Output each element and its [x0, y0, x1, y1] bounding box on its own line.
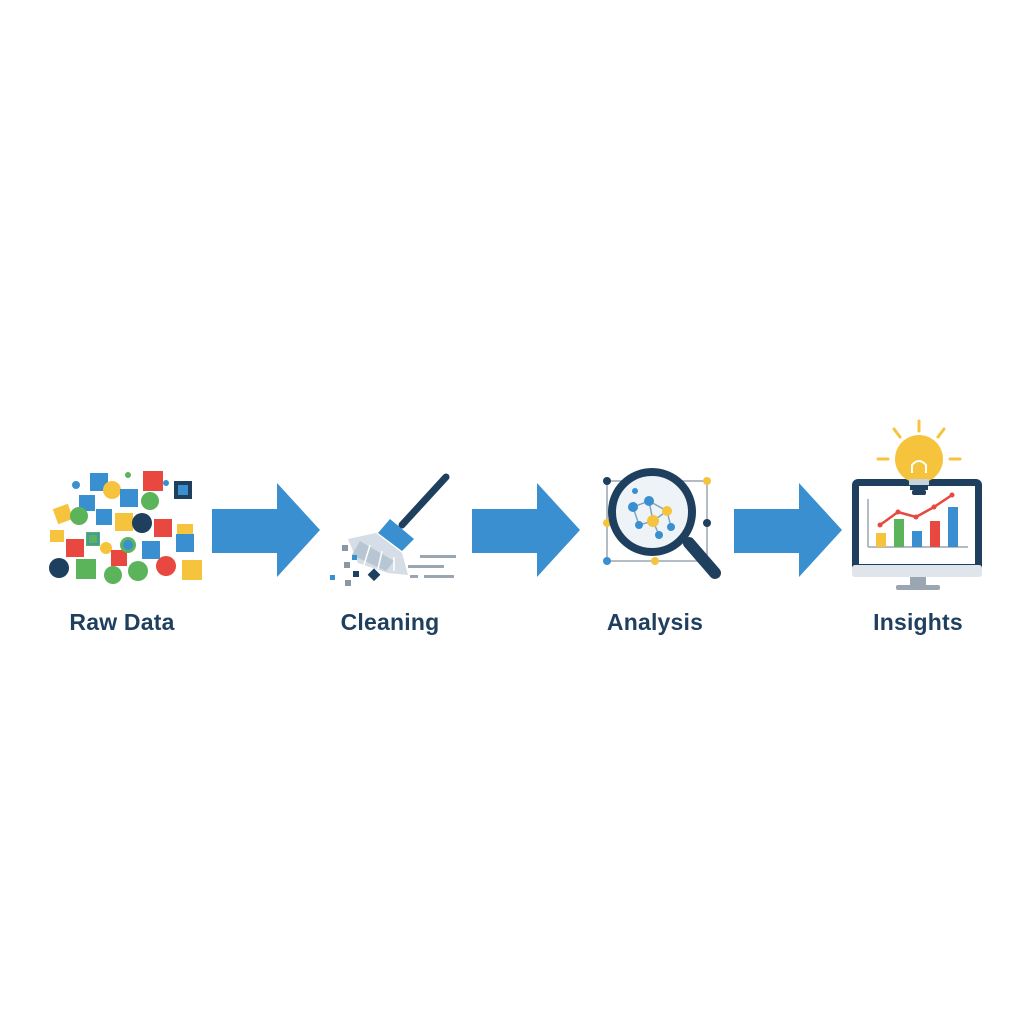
arrow-icon [734, 483, 842, 577]
step-cleaning: Cleaning [290, 415, 490, 655]
arrow-icon [212, 483, 320, 577]
step-insights: Insights [818, 415, 1018, 655]
magnifier-network-icon [603, 468, 721, 579]
step-label-cleaning: Cleaning [340, 609, 440, 635]
step-analysis: Analysis [555, 415, 755, 655]
arrow-icon [472, 483, 580, 577]
step-raw-data: Raw Data [22, 415, 222, 655]
step-label-insights: Insights [873, 609, 963, 635]
step-label-raw-data: Raw Data [69, 609, 175, 635]
broom-icon [330, 473, 456, 586]
monitor-lightbulb-chart-icon [852, 419, 982, 590]
step-label-analysis: Analysis [606, 609, 704, 635]
scattered-data-icon [49, 471, 202, 584]
